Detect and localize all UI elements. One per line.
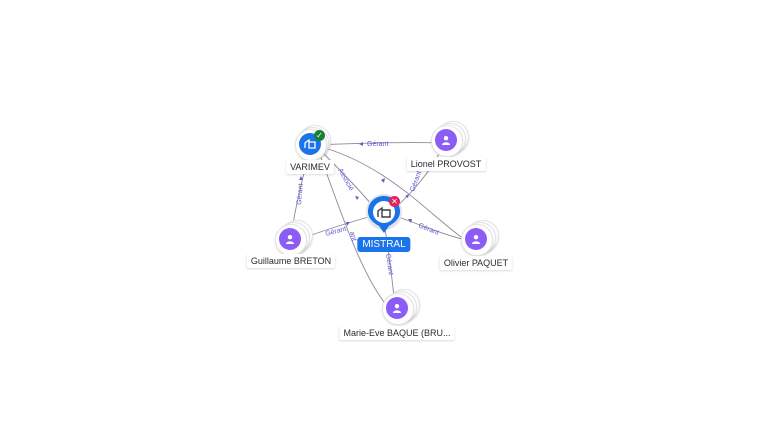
node-label-mistral[interactable]: MISTRAL bbox=[357, 237, 411, 252]
check-icon: ✓ bbox=[314, 130, 325, 141]
node-label-marie-eve-baque[interactable]: Marie-Eve BAQUE (BRU... bbox=[339, 326, 455, 340]
edge-label: Gérant bbox=[409, 170, 423, 193]
edge-arrow bbox=[405, 194, 409, 198]
person-icon bbox=[435, 129, 457, 151]
person-icon bbox=[279, 228, 301, 250]
edge-label: Gérant bbox=[367, 141, 388, 148]
node-mistral[interactable]: ✕ bbox=[364, 192, 404, 238]
edge-olivier-varimev[interactable] bbox=[324, 147, 466, 241]
node-olivier-paquet[interactable] bbox=[461, 220, 499, 257]
node-lionel-provost[interactable] bbox=[431, 121, 469, 158]
node-label-varimev[interactable]: VARIMEV bbox=[286, 160, 334, 174]
edge-marie-varimev[interactable] bbox=[319, 154, 385, 303]
edge-arrow bbox=[346, 222, 350, 226]
node-label-olivier-paquet[interactable]: Olivier PAQUET bbox=[439, 256, 513, 270]
node-marie-eve-baque[interactable] bbox=[382, 289, 420, 326]
node-label-guillaume-breton[interactable]: Guillaume BRETON bbox=[246, 254, 336, 268]
edge-label: Gérant bbox=[417, 222, 440, 237]
edge-label: Gérant bbox=[296, 183, 305, 205]
edge-arrow bbox=[299, 176, 303, 180]
node-guillaume-breton[interactable] bbox=[275, 220, 313, 257]
close-icon: ✕ bbox=[389, 196, 400, 207]
edge-label: ant bbox=[348, 231, 357, 242]
node-varimev[interactable]: ✓ bbox=[295, 125, 331, 162]
person-icon bbox=[386, 297, 408, 319]
node-label-lionel-provost[interactable]: Lionel PROVOST bbox=[406, 157, 486, 171]
edge-arrow bbox=[359, 142, 363, 146]
person-icon bbox=[465, 228, 487, 250]
edge-label: Gérant bbox=[384, 253, 394, 275]
edge-arrow bbox=[355, 196, 359, 200]
edge-label: Gérant bbox=[325, 226, 348, 238]
edge-varimev-mistral[interactable] bbox=[321, 151, 373, 206]
edge-arrow bbox=[408, 219, 412, 223]
edge-olivier-mistral[interactable] bbox=[395, 215, 467, 241]
edge-arrow bbox=[381, 178, 385, 183]
edge-label: Associé bbox=[336, 168, 354, 193]
